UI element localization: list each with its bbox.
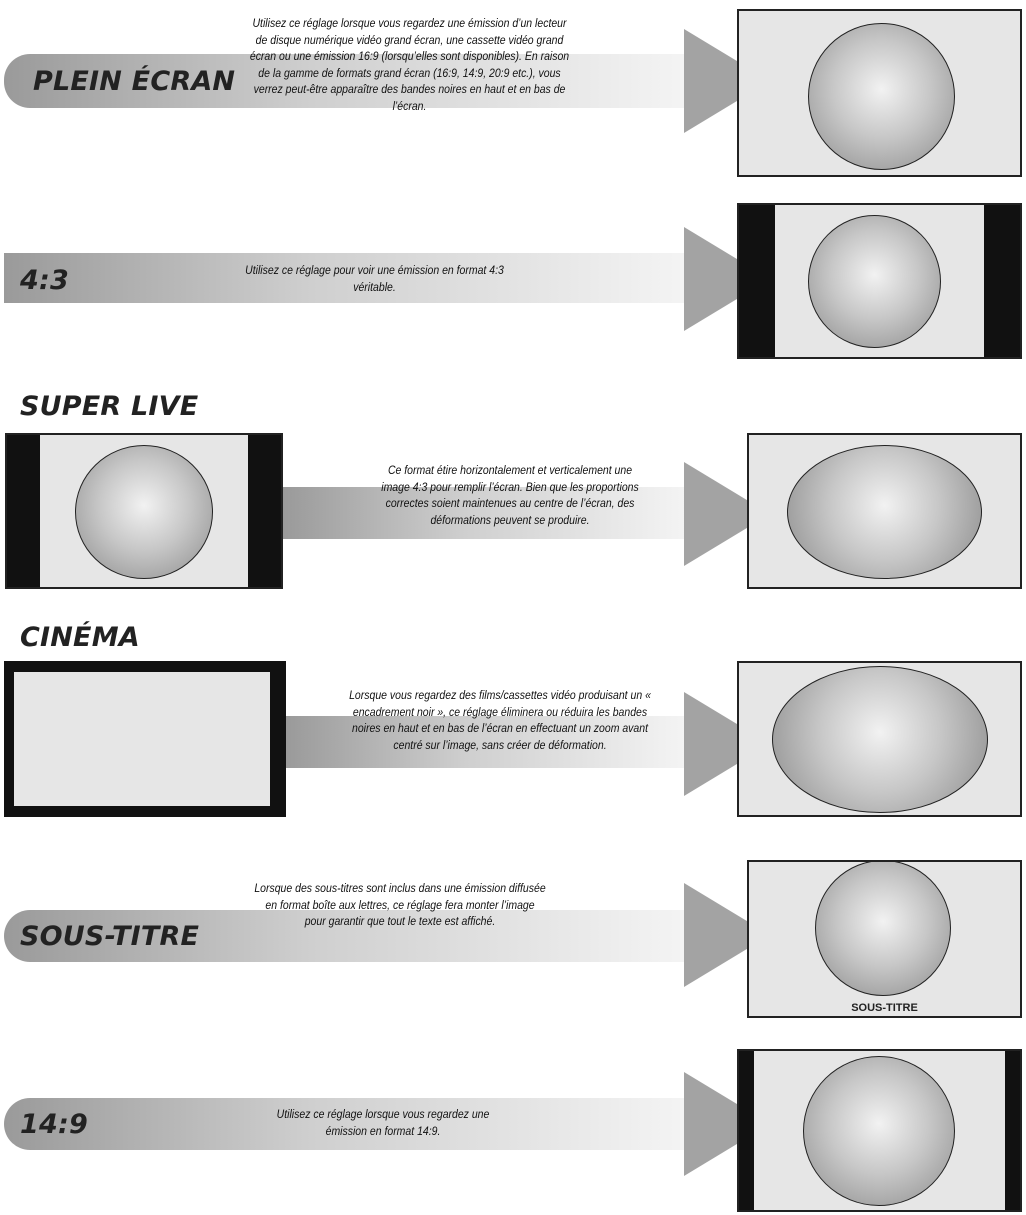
arrow-band [286, 716, 686, 768]
section-label: SOUS-TITRE [20, 921, 200, 952]
screen-illustration: SOUS-TITRE [747, 860, 1022, 1018]
arrow-band [4, 1098, 686, 1150]
result-screen-illustration [737, 661, 1022, 817]
section-description: Utilisez ce réglage lorsque vous regarde… [249, 16, 570, 113]
picture-circle [75, 445, 213, 579]
section-heading: CINÉMA [20, 622, 140, 653]
picture-ellipse-zoomed [772, 666, 988, 813]
picture-ellipse-stretched [787, 445, 982, 579]
picture-circle [815, 862, 951, 996]
section-description: Lorsque vous regardez des films/cassette… [349, 688, 651, 752]
screen-illustration [737, 1049, 1022, 1212]
subtitle-caption: SOUS-TITRE [851, 1002, 918, 1014]
picture-circle [803, 1056, 955, 1206]
pillarbox-bar-left [739, 1051, 754, 1210]
letterbox-source-picture [14, 672, 270, 806]
section-description: Utilisez ce réglage lorsque vous regarde… [276, 1107, 490, 1138]
section-heading: SUPER LIVE [20, 391, 199, 422]
picture-ellipse [14, 672, 156, 772]
section-label: PLEIN ÉCRAN [33, 66, 236, 97]
screen-illustration [737, 9, 1022, 177]
pillarbox-bar-right [248, 435, 281, 587]
pillarbox-bar-left [739, 205, 775, 357]
arrow-band [4, 253, 686, 303]
pillarbox-bar-right [984, 205, 1020, 357]
section-label: 14:9 [20, 1109, 88, 1140]
arrow-band [4, 54, 686, 108]
section-label: 4:3 [20, 265, 69, 296]
section-description: Lorsque des sous-titres sont inclus dans… [254, 881, 546, 929]
section-description: Utilisez ce réglage pour voir une émissi… [245, 263, 504, 294]
arrow-band [283, 487, 687, 539]
source-screen-illustration [5, 433, 283, 589]
arrow-band [4, 910, 686, 962]
picture-circle [808, 23, 955, 170]
screen-illustration [737, 203, 1022, 359]
result-screen-illustration [747, 433, 1022, 589]
pillarbox-bar-right [1005, 1051, 1020, 1210]
picture-circle [808, 215, 941, 348]
pillarbox-bar-left [7, 435, 40, 587]
section-description: Ce format étire horizontalement et verti… [381, 463, 639, 527]
